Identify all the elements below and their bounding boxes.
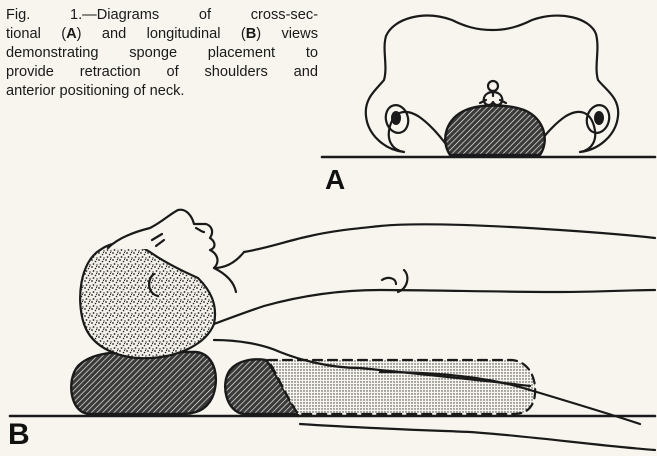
label-b: B	[8, 418, 30, 452]
chest-contour	[244, 224, 655, 252]
label-a: A	[325, 164, 345, 196]
head-sponge-roll	[71, 352, 216, 414]
right-humerus	[594, 111, 604, 125]
head-hair	[80, 243, 215, 358]
neck-contour	[214, 268, 236, 292]
lower-leg-contour	[300, 424, 655, 450]
nipple	[382, 270, 407, 292]
left-humerus	[391, 111, 401, 125]
sponge-cross-section	[445, 106, 545, 156]
sponge-extension	[268, 360, 535, 414]
shoulder-contour	[214, 290, 655, 324]
cross-section-diagram	[322, 16, 655, 157]
longitudinal-diagram	[10, 210, 655, 450]
